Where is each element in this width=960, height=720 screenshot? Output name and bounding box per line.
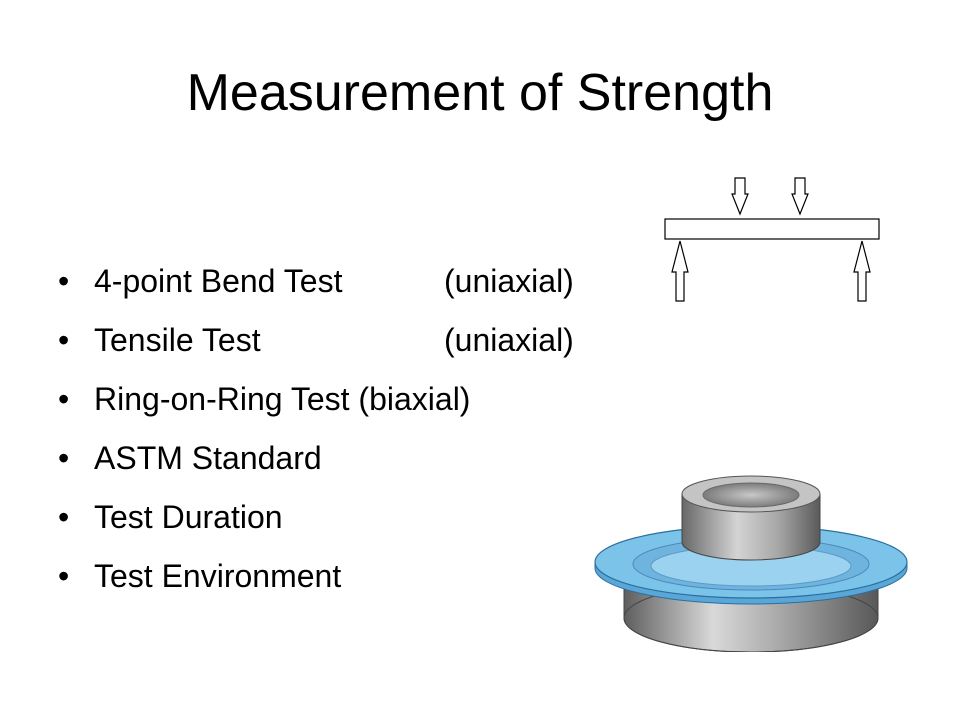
loading-ring — [681, 475, 821, 561]
bullet-text: ASTM Standard — [94, 440, 322, 476]
ring-on-ring-fixture — [594, 475, 908, 652]
support-arrow-up-icon — [853, 240, 871, 302]
bullet-text: Ring-on-Ring Test (biaxial) — [94, 381, 471, 417]
bullet-dot: • — [58, 440, 70, 476]
bullet-text: Tensile Test — [94, 322, 261, 358]
support-arrow-up-icon — [671, 240, 689, 302]
bullet-text: Test Duration — [94, 499, 283, 535]
beam-specimen — [664, 218, 880, 240]
bullet-dot: • — [58, 499, 70, 535]
bullet-note: (uniaxial) — [444, 322, 574, 358]
four-point-bend-diagram — [664, 177, 880, 302]
bullet-dot: • — [58, 322, 70, 358]
bullet-dot: • — [58, 263, 70, 299]
bullet-note: (uniaxial) — [444, 263, 574, 299]
load-arrow-down-icon — [731, 177, 749, 216]
bullet-text: Test Environment — [94, 558, 342, 594]
bullet-dot: • — [58, 558, 70, 594]
bullet-text: 4-point Bend Test — [94, 263, 343, 299]
slide-title: Measurement of Strength — [186, 64, 774, 122]
load-arrow-down-icon — [791, 177, 809, 216]
bullet-dot: • — [58, 381, 70, 417]
glass-specimen-disk — [594, 525, 908, 605]
